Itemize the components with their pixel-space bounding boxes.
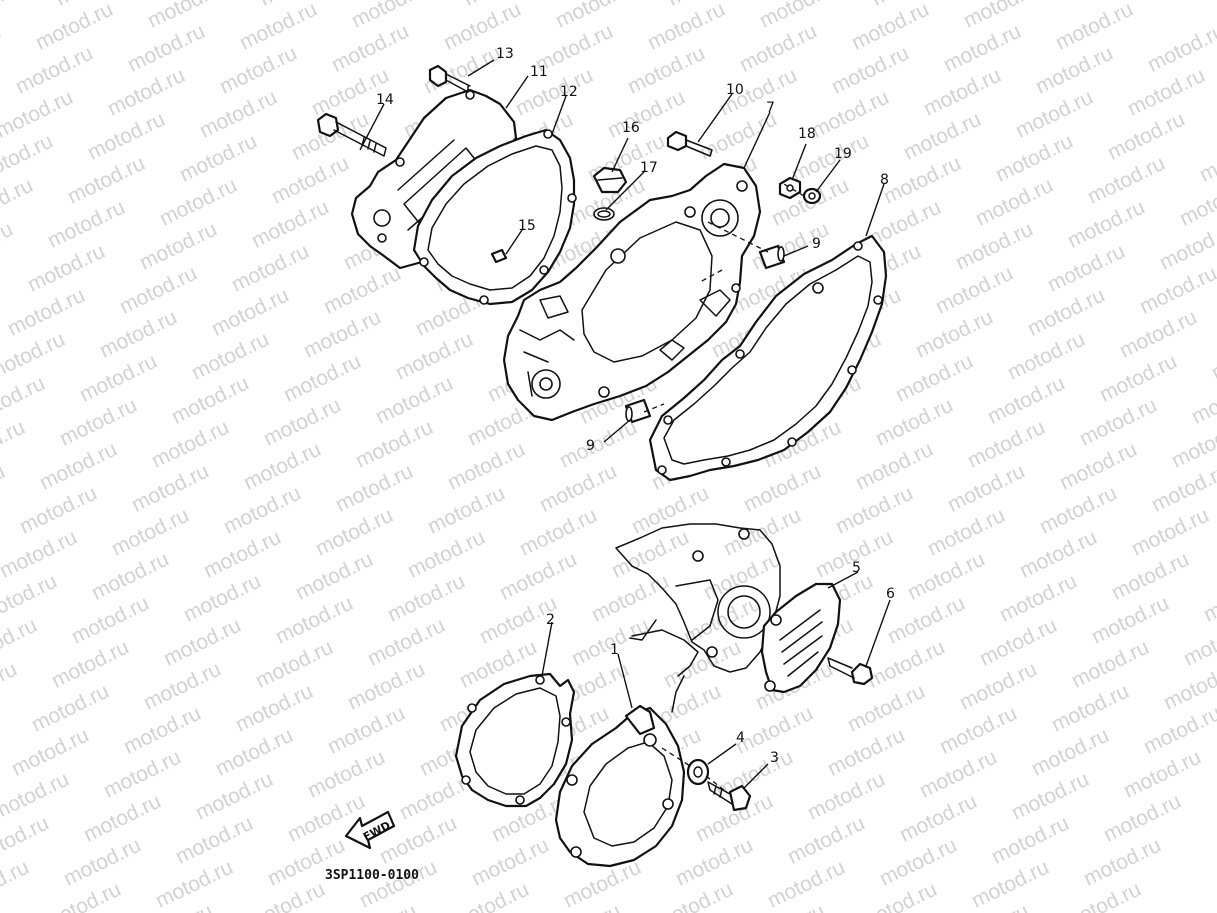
fwd-arrow-icon: FWD	[344, 810, 396, 850]
callout-9-upper: 9	[812, 236, 821, 252]
part-dowel-15	[490, 248, 508, 264]
part-oil-plug-16	[592, 166, 628, 194]
callout-6: 6	[886, 586, 895, 602]
callout-2: 2	[546, 612, 555, 628]
part-washer-19	[802, 187, 822, 205]
callout-3: 3	[770, 750, 779, 766]
callout-1: 1	[610, 642, 619, 658]
part-engine-case-partial	[615, 523, 781, 713]
part-bolt-13	[428, 64, 471, 93]
callout-19: 19	[834, 146, 852, 162]
part-bolt-3	[707, 781, 752, 812]
callout-9-lower: 9	[586, 438, 595, 454]
callout-7: 7	[766, 100, 775, 116]
diagram-code: 3SP1100-0100	[325, 868, 419, 883]
callout-11: 11	[530, 64, 548, 80]
callout-12: 12	[560, 84, 578, 100]
callout-17: 17	[640, 160, 658, 176]
leader-lines	[359, 59, 891, 789]
part-cover-5	[760, 582, 842, 694]
part-bolt-6	[827, 657, 874, 686]
part-clutch-cover-gasket	[412, 128, 577, 306]
part-clutch-cover	[350, 88, 518, 270]
part-o-ring-17	[593, 207, 615, 221]
callout-10: 10	[726, 82, 744, 98]
part-dowel-9-lower	[624, 398, 652, 424]
part-nut-18	[778, 176, 802, 200]
part-gasket-2	[454, 672, 576, 808]
part-cover-1	[554, 704, 686, 868]
callout-14: 14	[376, 92, 394, 108]
callout-13: 13	[496, 46, 514, 62]
part-dowel-9-upper	[758, 244, 786, 270]
callout-16: 16	[622, 120, 640, 136]
part-washer-4	[686, 758, 710, 786]
callout-15: 15	[518, 218, 536, 234]
callout-4: 4	[736, 730, 745, 746]
callout-5: 5	[852, 560, 861, 576]
callout-18: 18	[798, 126, 816, 142]
callout-8: 8	[880, 172, 889, 188]
part-crankcase-gasket	[648, 234, 888, 482]
part-crankcase	[502, 162, 762, 422]
part-bolt-14	[316, 112, 387, 157]
part-bolt-10	[666, 130, 713, 157]
